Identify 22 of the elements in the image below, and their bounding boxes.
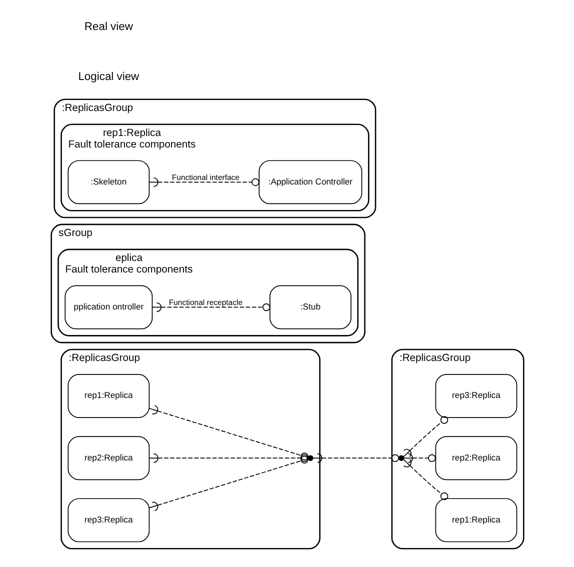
node-box: rep1:Replica [434, 498, 517, 542]
edge-label: Functional interface [171, 172, 240, 182]
node-box: :Application Controller [258, 160, 362, 204]
connector [148, 405, 308, 460]
connector [148, 456, 308, 512]
label: Logical view [78, 70, 139, 83]
node-box: rep2:Replica [434, 436, 517, 480]
node-point [307, 455, 313, 462]
node-box: rep2:Replica [67, 436, 150, 480]
node-box: :Stub [269, 285, 351, 330]
node-point [398, 455, 404, 462]
node-box: rep3:Replica [67, 498, 150, 542]
node-box: rep3:Replica [434, 374, 517, 418]
node-box: :Skeleton [67, 160, 150, 204]
edge-label: Functional receptacle [168, 298, 242, 307]
node-box: rep1:Replica [67, 374, 150, 418]
label: Real view [84, 20, 132, 33]
connector [148, 453, 308, 463]
connector [403, 453, 436, 463]
node-box: pplication ontroller [64, 285, 152, 330]
connector [402, 416, 448, 458]
connector [312, 453, 399, 463]
